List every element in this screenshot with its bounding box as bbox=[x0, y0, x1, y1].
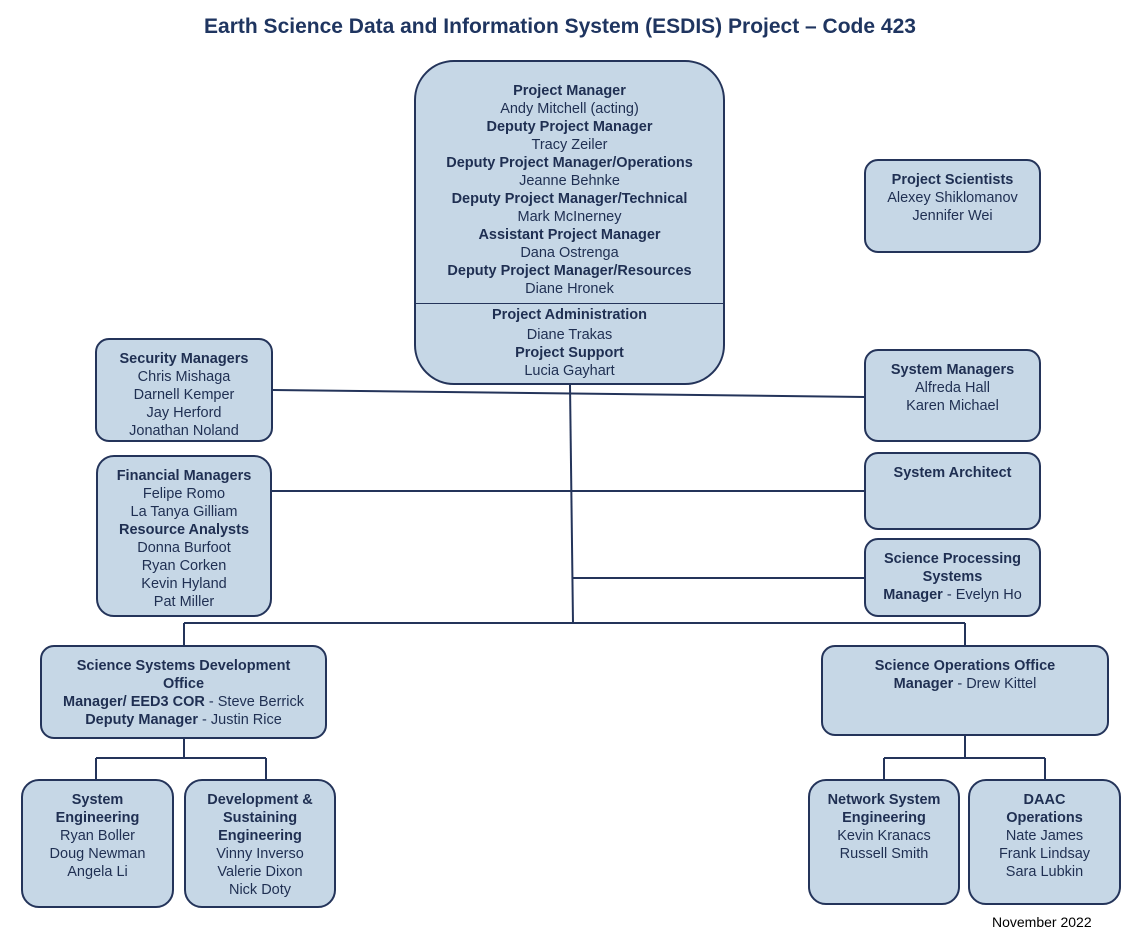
person-name: Ryan Boller bbox=[60, 828, 135, 844]
person-name: Darnell Kemper bbox=[133, 387, 235, 403]
role-name: Dana Ostrenga bbox=[520, 245, 619, 261]
person-name: - Steve Berrick bbox=[204, 694, 304, 710]
role-title: Deputy Project Manager/Resources bbox=[447, 263, 692, 279]
role-name: Andy Mitchell (acting) bbox=[500, 101, 639, 117]
person-name: Doug Newman bbox=[49, 846, 146, 862]
person-name: Valerie Dixon bbox=[217, 864, 303, 880]
box-title: Science Processing bbox=[883, 551, 1021, 567]
person-name: Donna Burfoot bbox=[137, 540, 231, 556]
network-system-box: Network System Engineering Kevin Kranacs… bbox=[808, 779, 960, 905]
role-name: Diane Trakas bbox=[526, 327, 613, 343]
ssdo-box: Science Systems Development Office Manag… bbox=[40, 645, 327, 739]
person-name: - Evelyn Ho bbox=[942, 587, 1022, 603]
box-title: Systems bbox=[922, 569, 983, 585]
person-name: - Drew Kittel bbox=[953, 676, 1037, 692]
role-name: Tracy Zeiler bbox=[531, 137, 608, 153]
box-title: Office bbox=[162, 676, 205, 692]
person-name: Vinny Inverso bbox=[216, 846, 304, 862]
admin-divider bbox=[416, 303, 723, 304]
role-label: Manager bbox=[893, 676, 954, 692]
role-name: Diane Hronek bbox=[525, 281, 614, 297]
chart-title: Earth Science Data and Information Syste… bbox=[204, 15, 916, 38]
person-name: Kevin Hyland bbox=[141, 576, 227, 592]
box-title: Science Systems Development bbox=[76, 658, 291, 674]
role-label: Deputy Manager bbox=[85, 712, 198, 728]
system-architect-box: System Architect bbox=[864, 452, 1041, 530]
person-name: Chris Mishaga bbox=[137, 369, 231, 385]
box-subtitle: Resource Analysts bbox=[118, 522, 250, 538]
role-title: Deputy Project Manager bbox=[486, 119, 653, 135]
box-title: Development & bbox=[207, 792, 313, 808]
person-name: Jay Herford bbox=[146, 405, 222, 421]
person-name: Sara Lubkin bbox=[1005, 864, 1084, 880]
role-title: Deputy Project Manager/Operations bbox=[446, 155, 693, 171]
box-title: Sustaining bbox=[222, 810, 298, 826]
role-name: Jeanne Behnke bbox=[519, 173, 620, 189]
person-name: Pat Miller bbox=[153, 594, 215, 610]
person-name: La Tanya Gilliam bbox=[130, 504, 238, 520]
person-name: Alfreda Hall bbox=[915, 380, 990, 396]
box-title: Security Managers bbox=[119, 351, 249, 367]
person-name: Karen Michael bbox=[906, 398, 999, 414]
person-name: Frank Lindsay bbox=[998, 846, 1091, 862]
footer-date: November 2022 bbox=[992, 914, 1092, 930]
soo-box: Science Operations Office Manager - Drew… bbox=[821, 645, 1109, 736]
box-title: DAAC bbox=[1023, 792, 1066, 808]
person-name: - Justin Rice bbox=[198, 712, 282, 728]
role-title: Assistant Project Manager bbox=[478, 227, 661, 243]
connector-main-vertical bbox=[569, 384, 574, 624]
financial-managers-box: Financial Managers Felipe Romo La Tanya … bbox=[96, 455, 272, 617]
security-managers-box: Security Managers Chris Mishaga Darnell … bbox=[95, 338, 273, 442]
box-title: Operations bbox=[1006, 810, 1083, 826]
person-name: Ryan Corken bbox=[141, 558, 227, 574]
person-name: Jonathan Noland bbox=[129, 423, 239, 439]
person-name: Jennifer Wei bbox=[912, 208, 993, 224]
box-title: Engineering bbox=[55, 810, 140, 826]
role-label: Manager bbox=[883, 587, 943, 603]
role-label: Manager/ EED3 COR bbox=[63, 694, 205, 710]
person-name: Kevin Kranacs bbox=[837, 828, 931, 844]
connector-soo-children bbox=[883, 736, 1046, 780]
role-name: Mark McInerney bbox=[517, 209, 622, 225]
box-title: Engineering bbox=[842, 810, 926, 826]
box-title: System bbox=[71, 792, 124, 808]
dev-sustaining-box: Development & Sustaining Engineering Vin… bbox=[184, 779, 336, 908]
daac-operations-box: DAAC Operations Nate James Frank Lindsay… bbox=[968, 779, 1121, 905]
box-title: Financial Managers bbox=[116, 468, 252, 484]
project-office-box: Project Manager Andy Mitchell (acting) D… bbox=[414, 60, 725, 385]
box-title: Network System bbox=[827, 792, 941, 808]
role-title: Deputy Project Manager/Technical bbox=[451, 191, 688, 207]
box-title: System Architect bbox=[893, 465, 1012, 481]
person-name: Felipe Romo bbox=[142, 486, 226, 502]
role-title: Project Manager bbox=[513, 83, 626, 99]
box-title: Project Scientists bbox=[891, 172, 1014, 188]
role-title: Project Support bbox=[515, 345, 624, 361]
person-name: Nate James bbox=[1005, 828, 1084, 844]
person-name: Alexey Shiklomanov bbox=[887, 190, 1018, 206]
system-managers-box: System Managers Alfreda Hall Karen Micha… bbox=[864, 349, 1041, 442]
person-name: Angela Li bbox=[67, 864, 128, 880]
role-title: Project Administration bbox=[492, 307, 647, 323]
person-name: Nick Doty bbox=[228, 882, 292, 898]
box-title: System Managers bbox=[890, 362, 1015, 378]
box-title: Science Operations Office bbox=[874, 658, 1056, 674]
box-title: Engineering bbox=[218, 828, 302, 844]
role-name: Lucia Gayhart bbox=[524, 363, 615, 379]
system-engineering-box: System Engineering Ryan Boller Doug Newm… bbox=[21, 779, 174, 908]
project-scientists-box: Project Scientists Alexey Shiklomanov Je… bbox=[864, 159, 1041, 253]
science-processing-box: Science Processing Systems Manager - Eve… bbox=[864, 538, 1041, 617]
connector-security-system bbox=[272, 389, 866, 398]
connector-ssdo-children bbox=[95, 739, 267, 780]
person-name: Russell Smith bbox=[839, 846, 929, 862]
